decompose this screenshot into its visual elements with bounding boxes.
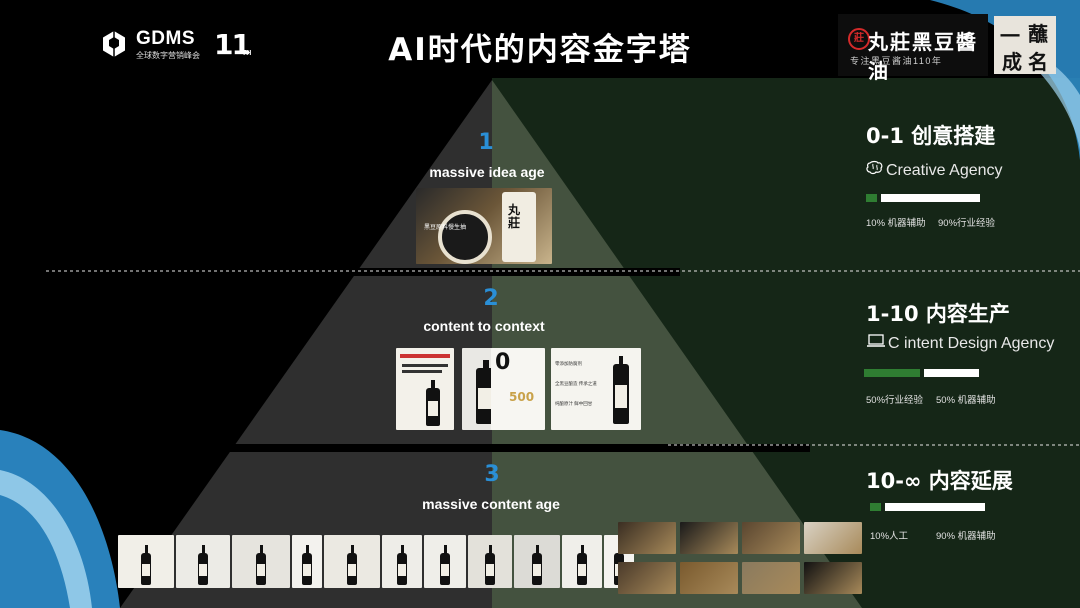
tier-1-caption: 黑豆原料慢生抽 bbox=[424, 225, 467, 231]
eleven-logo: 11 bbox=[214, 28, 251, 61]
section-3-bar-label-a: 10%人工 bbox=[870, 531, 909, 542]
tier-2-image-zero: 0 500 bbox=[491, 348, 545, 430]
strip-thumbnail bbox=[514, 535, 560, 588]
tier-3-label: massive content age bbox=[422, 496, 560, 512]
tier-3-number: 3 bbox=[484, 462, 500, 487]
strip-thumbnail bbox=[382, 535, 422, 588]
calligraphy-char: 名 bbox=[1028, 50, 1048, 74]
section-2-title: 1-10 内容生产 bbox=[866, 302, 1010, 326]
calligraphy-logo: 一 蘸 成 名 bbox=[994, 16, 1056, 74]
strip-thumbnail bbox=[324, 535, 380, 588]
strip-thumbnail bbox=[468, 535, 512, 588]
section-1-bar-label-a: 10% 机器辅助 bbox=[866, 218, 926, 229]
tier-2-number: 2 bbox=[483, 286, 499, 311]
grid-thumbnail bbox=[680, 522, 738, 554]
grid-thumbnail bbox=[618, 562, 676, 594]
grid-thumbnail bbox=[742, 562, 800, 594]
strip-thumbnail bbox=[424, 535, 466, 588]
section-2-ratio-bar bbox=[864, 369, 979, 377]
gdms-logo: GDMS 全球数字营销峰会 bbox=[100, 28, 300, 64]
tier-1-number: 1 bbox=[478, 130, 494, 155]
page-title: AI时代的内容金字塔 bbox=[388, 32, 692, 68]
section-1-ratio-bar bbox=[866, 194, 980, 202]
gdms-mark-icon bbox=[103, 31, 125, 57]
gdms-wordmark: GDMS bbox=[136, 28, 195, 49]
brand-seal-icon: 莊 bbox=[848, 28, 870, 50]
grid-thumbnail bbox=[742, 522, 800, 554]
tier-2-label: content to context bbox=[423, 318, 545, 334]
grid-thumbnail bbox=[804, 522, 862, 554]
tier-1-label: massive idea age bbox=[429, 164, 545, 180]
tier-3-image-strip bbox=[118, 535, 634, 588]
grid-thumbnail bbox=[804, 562, 862, 594]
section-3-bar-label-b: 90% 机器辅助 bbox=[936, 531, 996, 542]
section-3-ratio-bar bbox=[870, 503, 985, 511]
strip-thumbnail bbox=[232, 535, 290, 588]
zero-additive-mark: 0 bbox=[495, 350, 511, 375]
brand-logo: 莊 丸莊黑豆醬油 专注黑豆酱油110年 bbox=[838, 14, 988, 83]
section-2-agency: C intent Design Agency bbox=[866, 334, 1054, 353]
section-1-bar-label-b: 90%行业经验 bbox=[938, 218, 996, 229]
section-1-title: 0-1 创意搭建 bbox=[866, 124, 996, 148]
brain-icon bbox=[866, 160, 884, 179]
list-item: 纯酿原汁 鲜中回甘 bbox=[555, 401, 593, 406]
strip-thumbnail bbox=[292, 535, 322, 588]
gdms-subtitle: 全球数字营销峰会 bbox=[136, 51, 200, 60]
list-item: 零添加防腐剂 bbox=[555, 361, 582, 366]
section-1-agency-label: Creative Agency bbox=[886, 162, 1003, 179]
brand-name: 丸莊黑豆醬油 bbox=[868, 30, 978, 83]
tier-3-image-grid bbox=[618, 522, 862, 594]
section-3-title: 10-∞ 内容延展 bbox=[866, 469, 1013, 493]
strip-thumbnail bbox=[176, 535, 230, 588]
section-1-agency: Creative Agency bbox=[866, 160, 1003, 180]
eleven-sup: TH bbox=[242, 50, 252, 57]
tier-1-image: 丸莊 黑豆原料慢生抽 bbox=[416, 188, 552, 264]
strip-thumbnail bbox=[118, 535, 174, 588]
tier-2-image-list: 零添加防腐剂 全黑豆酿造 传承之道 纯酿原汁 鲜中回甘 bbox=[551, 348, 641, 430]
calligraphy-char: 一 bbox=[1000, 24, 1020, 48]
grid-thumbnail bbox=[618, 522, 676, 554]
section-2-bar-label-b: 50% 机器辅助 bbox=[936, 395, 996, 406]
tier-2-image-poster bbox=[396, 348, 454, 430]
laptop-icon bbox=[866, 334, 886, 352]
calligraphy-char: 成 bbox=[1002, 50, 1022, 74]
brand-tagline: 专注黑豆酱油110年 bbox=[850, 56, 943, 66]
section-2-bar-label-a: 50%行业经验 bbox=[866, 395, 924, 406]
volume-number: 500 bbox=[509, 390, 535, 404]
list-item: 全黑豆酿造 传承之道 bbox=[555, 381, 597, 386]
section-2-agency-label: C intent Design Agency bbox=[888, 335, 1055, 352]
calligraphy-char: 蘸 bbox=[1028, 22, 1048, 46]
grid-thumbnail bbox=[680, 562, 738, 594]
strip-thumbnail bbox=[562, 535, 602, 588]
